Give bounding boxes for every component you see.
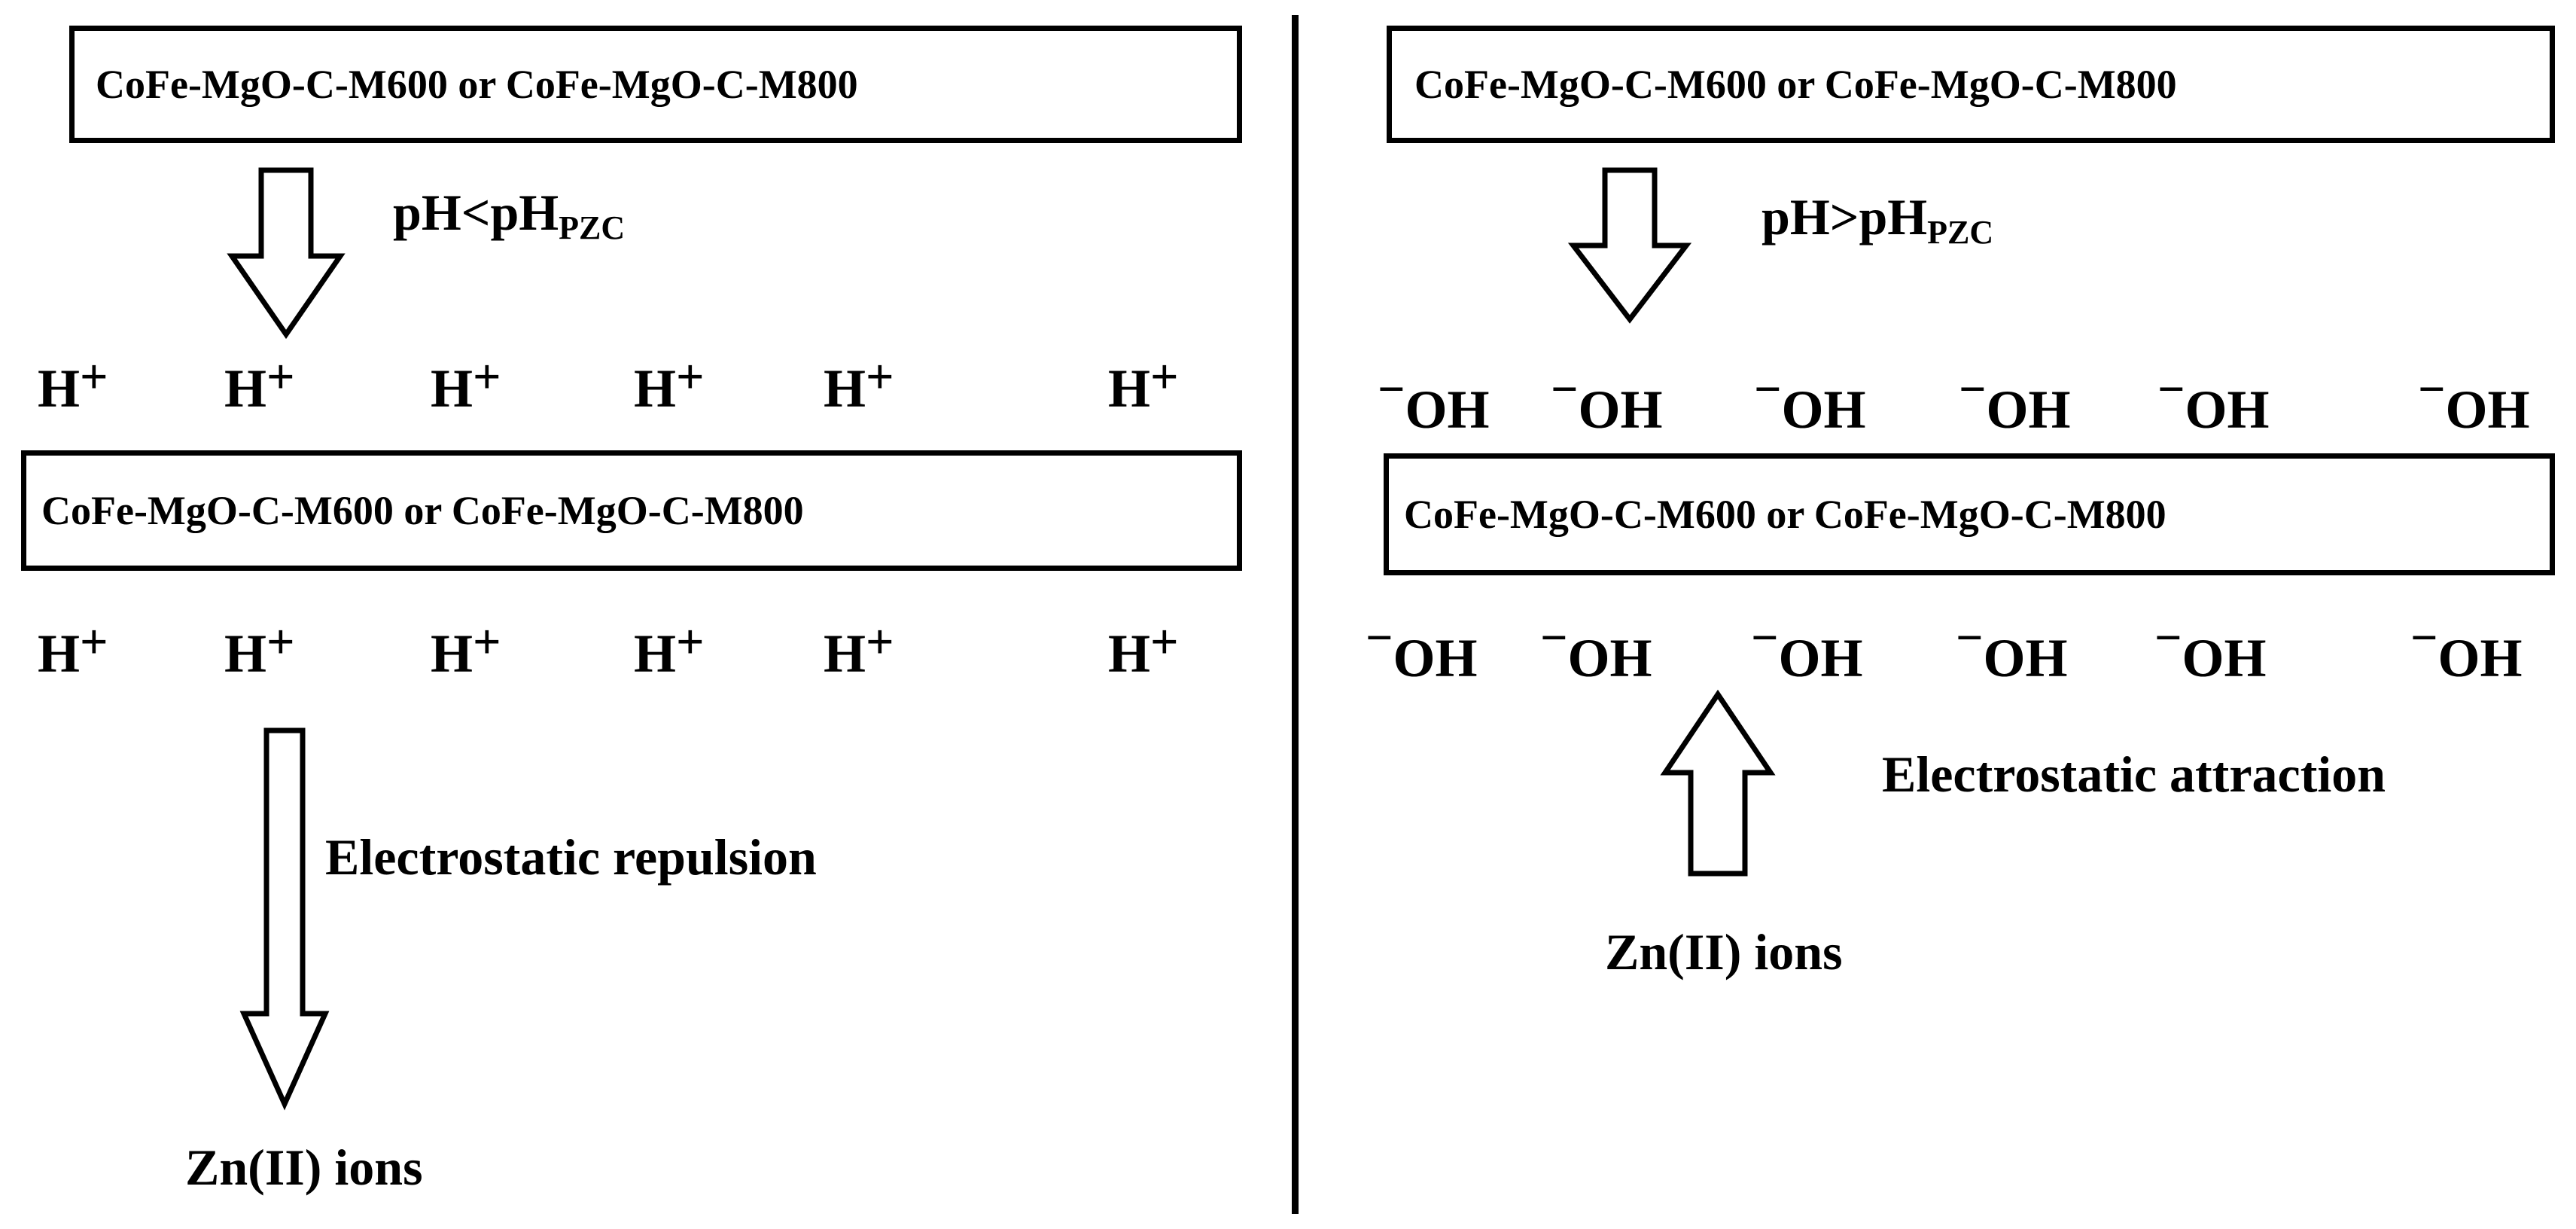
left-ion-top-4: H+ <box>634 349 705 419</box>
left-ion-bottom-1: H+ <box>38 614 108 684</box>
left-ion-bottom-2: H+ <box>224 614 295 684</box>
left-ion-top-1: H+ <box>38 349 108 419</box>
left-ion-bottom-6: H+ <box>1108 614 1179 684</box>
left-target-label: Zn(II) ions <box>185 1139 423 1196</box>
right-mid-material-label: CoFe-MgO-C-M600 or CoFe-MgO-C-M800 <box>1404 492 2166 537</box>
panel-divider <box>1292 15 1299 1214</box>
right-ion-top-5: −OH <box>2157 362 2270 440</box>
right-ph-condition: pH>pHPZC <box>1761 188 1994 251</box>
left-mid-material-box: CoFe-MgO-C-M600 or CoFe-MgO-C-M800 <box>21 450 1242 571</box>
left-interaction-label: Electrostatic repulsion <box>325 828 817 886</box>
right-ion-bottom-3: −OH <box>1751 611 1863 688</box>
left-down-arrow-icon <box>227 167 346 340</box>
left-ion-top-3: H+ <box>431 349 501 419</box>
right-target-label: Zn(II) ions <box>1605 923 1843 980</box>
right-ion-bottom-6: −OH <box>2410 611 2523 688</box>
left-ion-bottom-4: H+ <box>634 614 705 684</box>
right-ion-top-3: −OH <box>1754 362 1866 440</box>
right-down-arrow-icon <box>1567 167 1692 324</box>
right-mid-material-box: CoFe-MgO-C-M600 or CoFe-MgO-C-M800 <box>1384 453 2555 575</box>
right-ion-bottom-5: −OH <box>2154 611 2267 688</box>
left-top-material-box: CoFe-MgO-C-M600 or CoFe-MgO-C-M800 <box>69 26 1242 143</box>
right-ion-bottom-4: −OH <box>1956 611 2068 688</box>
right-interaction-label: Electrostatic attraction <box>1882 746 2386 803</box>
left-long-down-arrow-icon <box>239 727 330 1111</box>
right-top-material-box: CoFe-MgO-C-M600 or CoFe-MgO-C-M800 <box>1387 26 2555 143</box>
left-mid-material-label: CoFe-MgO-C-M600 or CoFe-MgO-C-M800 <box>41 488 804 533</box>
left-ion-top-6: H+ <box>1108 349 1179 419</box>
left-ion-bottom-5: H+ <box>824 614 894 684</box>
left-ion-top-2: H+ <box>224 349 295 419</box>
right-ion-top-2: −OH <box>1551 362 1663 440</box>
left-top-material-label: CoFe-MgO-C-M600 or CoFe-MgO-C-M800 <box>96 62 858 107</box>
right-ion-bottom-2: −OH <box>1540 611 1652 688</box>
left-ph-condition: pH<pHPZC <box>393 184 626 246</box>
left-ion-bottom-3: H+ <box>431 614 501 684</box>
right-up-arrow-icon <box>1660 689 1776 877</box>
right-ion-top-1: −OH <box>1378 362 1490 440</box>
right-ion-top-6: −OH <box>2418 362 2530 440</box>
left-ion-top-5: H+ <box>824 349 894 419</box>
right-ion-top-4: −OH <box>1959 362 2071 440</box>
right-ion-bottom-1: −OH <box>1366 611 1478 688</box>
right-top-material-label: CoFe-MgO-C-M600 or CoFe-MgO-C-M800 <box>1414 62 2177 107</box>
